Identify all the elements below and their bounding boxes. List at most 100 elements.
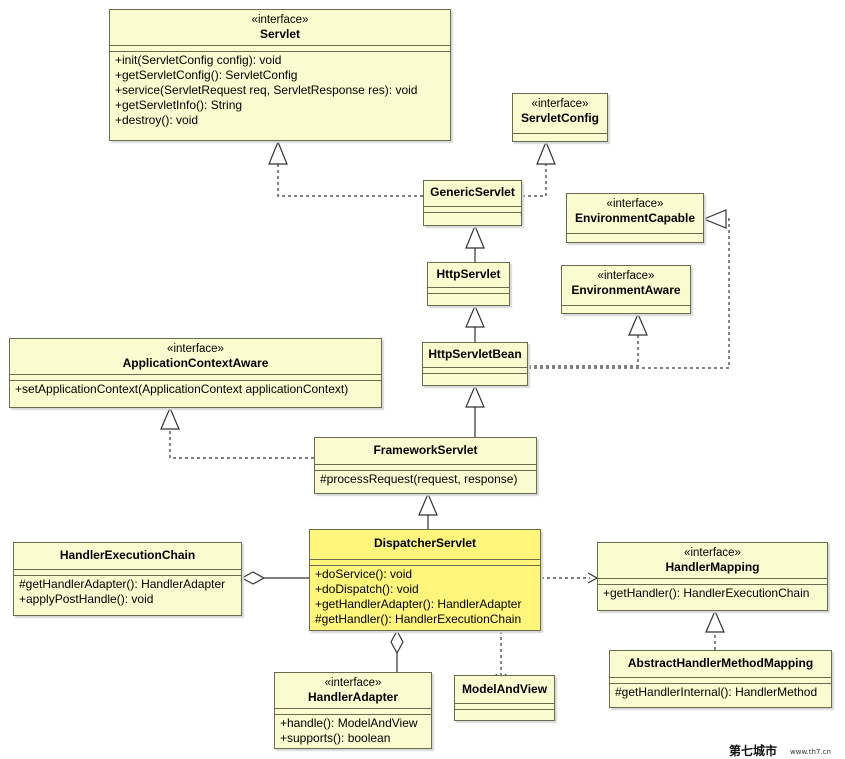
- class-name: Servlet: [259, 27, 301, 41]
- attributes-section: [275, 708, 431, 714]
- environment-aware-triangle-arrow: [628, 312, 648, 336]
- http-servlet-triangle-arrow: [465, 304, 485, 328]
- method: #processRequest(request, response): [320, 472, 518, 486]
- class-handler-adapter[interactable]: «interface» HandlerAdapter +handle(): Mo…: [274, 672, 432, 749]
- attributes-section: [10, 374, 381, 380]
- method: +destroy(): void: [115, 113, 199, 127]
- method: +service(ServletRequest req, ServletResp…: [115, 83, 418, 97]
- stereotype: «interface»: [324, 677, 382, 689]
- attributes-section: [423, 367, 527, 373]
- class-servlet-config[interactable]: «interface» ServletConfig: [512, 93, 608, 142]
- methods-section: [428, 293, 509, 299]
- attributes-section: [598, 578, 827, 584]
- attributes-section: [315, 464, 536, 470]
- method: #getHandlerAdapter(): HandlerAdapter: [19, 577, 226, 591]
- attributes-section: [455, 703, 554, 709]
- attributes-section: [428, 287, 509, 293]
- class-dispatcher-servlet[interactable]: DispatcherServlet +doService(): void +do…: [309, 529, 541, 631]
- stereotype: «interface»: [597, 270, 655, 282]
- class-environment-capable[interactable]: «interface» EnvironmentCapable: [566, 193, 704, 243]
- handler-mapping-triangle-arrow: [705, 609, 725, 633]
- attributes-section: [424, 206, 521, 212]
- class-name: EnvironmentAware: [571, 283, 681, 297]
- method: #getHandler(): HandlerExecutionChain: [315, 612, 522, 626]
- method: +getHandler(): HandlerExecutionChain: [603, 586, 810, 600]
- handler-execution-chain-diamond: [240, 571, 266, 585]
- handler-adapter-diamond: [390, 629, 404, 655]
- method: +setApplicationContext(ApplicationContex…: [15, 382, 349, 396]
- class-servlet[interactable]: «interface» Servlet +init(ServletConfig …: [109, 9, 451, 141]
- separator: [513, 133, 607, 138]
- svg-text:第七城市: 第七城市: [729, 743, 777, 758]
- watermark-logo: 第七城市 www.th7.cn: [727, 742, 845, 759]
- methods-section: +doService(): void +doDispatch(): void +…: [310, 565, 540, 630]
- class-name: EnvironmentCapable: [574, 211, 696, 225]
- class-name: ModelAndView: [461, 682, 548, 696]
- method: +init(ServletConfig config): void: [115, 53, 282, 67]
- methods-section: +getHandler(): HandlerExecutionChain: [598, 584, 827, 604]
- stereotype: «interface»: [684, 547, 741, 559]
- methods-section: [424, 212, 521, 218]
- class-abstract-handler-method-mapping[interactable]: AbstractHandlerMethodMapping #getHandler…: [609, 650, 832, 708]
- attributes-section: [14, 569, 241, 575]
- class-name: GenericServlet: [430, 185, 515, 199]
- method: +getServletConfig(): ServletConfig: [115, 68, 298, 82]
- stereotype: «interface»: [251, 14, 309, 26]
- framework-servlet-triangle-arrow: [418, 492, 438, 516]
- http-servlet-bean-realizes-environment-aware: [528, 335, 639, 367]
- stereotype: «interface»: [606, 198, 664, 210]
- methods-section: [455, 709, 554, 715]
- method: +getHandlerAdapter(): HandlerAdapter: [315, 597, 522, 611]
- methods-section: #processRequest(request, response): [315, 470, 536, 490]
- method: +doService(): void: [315, 567, 413, 581]
- stereotype: «interface»: [167, 343, 224, 355]
- class-http-servlet[interactable]: HttpServlet: [427, 262, 510, 306]
- generic-servlet-triangle-arrow: [465, 224, 485, 249]
- methods-section: +handle(): ModelAndView +supports(): boo…: [275, 714, 431, 749]
- class-name: FrameworkServlet: [373, 443, 478, 457]
- separator: [562, 305, 690, 310]
- framework-servlet-realizes-application-context-aware: [169, 429, 314, 459]
- methods-section: #getHandlerInternal(): HandlerMethod: [610, 683, 831, 703]
- class-framework-servlet[interactable]: FrameworkServlet #processRequest(request…: [314, 437, 537, 494]
- class-name: ServletConfig: [520, 111, 599, 125]
- class-generic-servlet[interactable]: GenericServlet: [423, 180, 522, 226]
- class-name: HandlerMapping: [665, 560, 760, 574]
- separator: [567, 233, 703, 238]
- class-application-context-aware[interactable]: «interface» ApplicationContextAware +set…: [9, 338, 382, 408]
- class-name: AbstractHandlerMethodMapping: [627, 656, 814, 670]
- class-name: DispatcherServlet: [373, 536, 477, 550]
- class-http-servlet-bean[interactable]: HttpServletBean: [422, 342, 528, 386]
- class-name: HandlerExecutionChain: [59, 548, 196, 562]
- methods-section: [423, 373, 527, 379]
- class-handler-execution-chain[interactable]: HandlerExecutionChain #getHandlerAdapter…: [13, 542, 242, 616]
- servlet-triangle-arrow: [268, 140, 288, 165]
- method: +applyPostHandle(): void: [19, 592, 154, 606]
- methods-section: +init(ServletConfig config): void +getSe…: [110, 51, 450, 131]
- application-context-aware-triangle-arrow: [160, 406, 180, 430]
- method: +handle(): ModelAndView: [280, 716, 418, 730]
- stereotype: «interface»: [531, 98, 589, 110]
- class-model-and-view[interactable]: ModelAndView: [454, 675, 555, 721]
- class-name: HttpServlet: [436, 267, 501, 281]
- class-name: ApplicationContextAware: [122, 356, 269, 370]
- http-servlet-bean-triangle-arrow: [465, 384, 485, 408]
- attributes-section: [610, 677, 831, 683]
- method: +doDispatch(): void: [315, 582, 419, 596]
- class-name: HttpServletBean: [428, 347, 522, 361]
- generic-servlet-realizes-servlet-config: [522, 164, 547, 197]
- svg-text:www.th7.cn: www.th7.cn: [790, 748, 831, 756]
- method: #getHandlerInternal(): HandlerMethod: [615, 685, 818, 699]
- methods-section: #getHandlerAdapter(): HandlerAdapter +ap…: [14, 575, 241, 610]
- class-handler-mapping[interactable]: «interface» HandlerMapping +getHandler()…: [597, 542, 828, 611]
- attributes-section: [110, 45, 450, 51]
- generic-servlet-realizes-servlet: [277, 164, 423, 197]
- attributes-section: [310, 559, 540, 565]
- method: +getServletInfo(): String: [115, 98, 243, 112]
- environment-capable-triangle-arrow: [702, 209, 727, 229]
- method: +supports(): boolean: [280, 731, 391, 745]
- methods-section: +setApplicationContext(ApplicationContex…: [10, 380, 381, 400]
- servlet-config-triangle-arrow: [536, 140, 556, 165]
- class-environment-aware[interactable]: «interface» EnvironmentAware: [561, 265, 691, 314]
